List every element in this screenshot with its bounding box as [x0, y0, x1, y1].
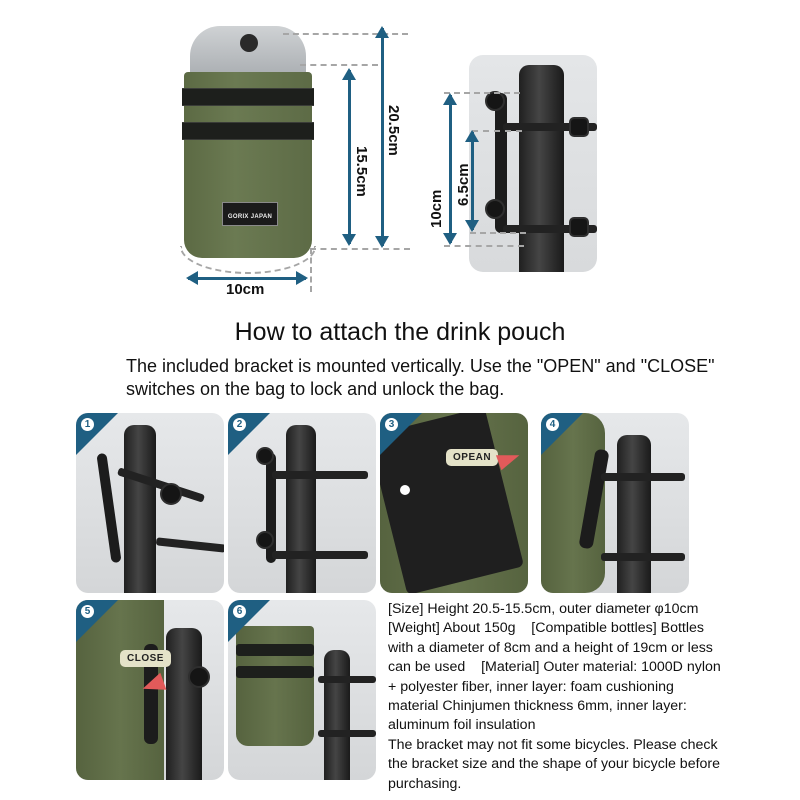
lower-strap — [182, 122, 314, 140]
diameter-guide — [180, 246, 316, 274]
hole — [400, 485, 410, 495]
bracket-photo — [469, 55, 597, 272]
intro-text: The included bracket is mounted vertical… — [126, 356, 715, 399]
step-5-photo: CLOSE 5 — [76, 600, 224, 780]
step-2-photo: 2 — [228, 413, 376, 593]
bracket-plate — [144, 644, 158, 744]
top-guide-line — [283, 33, 408, 35]
strap — [236, 666, 314, 678]
lower-mount-knob — [485, 199, 505, 219]
close-tag: CLOSE — [120, 650, 171, 667]
body-top-guide-line — [300, 64, 378, 66]
upper-strap — [182, 88, 314, 106]
cord-lock-icon — [240, 34, 258, 52]
pole — [124, 425, 156, 593]
step-3-photo: OPEAN 3 — [380, 413, 528, 593]
body-height-arrow — [342, 68, 356, 246]
step-number: 4 — [546, 418, 559, 431]
step-number: 6 — [233, 605, 246, 618]
knob — [160, 483, 182, 505]
product-specs: [Size] Height 20.5-15.5cm, outer diamete… — [388, 600, 728, 794]
upper-mount-knob — [485, 91, 505, 111]
pole — [617, 435, 651, 593]
total-height-label: 20.5cm — [385, 105, 402, 156]
step-1-photo: 1 — [76, 413, 224, 593]
bracket-bottom-guide — [444, 245, 524, 247]
pole — [519, 65, 564, 272]
step-number: 1 — [81, 418, 94, 431]
band — [318, 676, 376, 683]
lower-band — [503, 225, 597, 233]
step-4-photo: 4 — [541, 413, 689, 593]
diameter-label: 10cm — [226, 281, 265, 298]
bracket-spacing-label: 6.5cm — [455, 163, 472, 206]
bracket-spacing-arrow — [465, 130, 479, 232]
band — [272, 471, 368, 479]
band — [155, 537, 224, 553]
bracket-top-guide — [444, 92, 520, 94]
bottom-guide-line — [310, 248, 410, 250]
lower-tension-knob — [569, 217, 589, 237]
bracket-spacing-bottom-guide — [470, 232, 526, 234]
specs-details: [Size] Height 20.5-15.5cm, outer diamete… — [388, 601, 725, 734]
page-title: How to attach the drink pouch — [234, 318, 566, 346]
open-tag: OPEAN — [446, 449, 499, 466]
step-number: 2 — [233, 418, 246, 431]
band — [601, 473, 685, 481]
step-6-photo: 6 — [228, 600, 376, 780]
bracket-total-label: 10cm — [428, 189, 445, 228]
pole — [286, 425, 316, 593]
band — [272, 551, 368, 559]
body-height-label: 15.5cm — [353, 146, 370, 197]
knob — [188, 666, 210, 688]
band — [601, 553, 685, 561]
pole — [324, 650, 350, 780]
step-number: 5 — [81, 605, 94, 618]
diameter-arrow — [186, 271, 308, 285]
bracket-plate — [266, 453, 276, 563]
bracket-spacing-top-guide — [472, 130, 522, 132]
total-height-arrow — [375, 26, 389, 248]
brand-logo: GORIX JAPAN — [222, 202, 278, 226]
upper-tension-knob — [569, 117, 589, 137]
knob — [256, 531, 274, 549]
upper-band — [503, 123, 597, 131]
fit-warning: The bracket may not fit some bicycles. P… — [388, 736, 724, 792]
drink-pouch-image: GORIX JAPAN — [182, 26, 314, 258]
pole — [166, 628, 202, 780]
right-guide-line — [310, 248, 312, 292]
bracket-total-arrow — [443, 93, 457, 245]
band — [318, 730, 376, 737]
strap — [236, 644, 314, 656]
step-number: 3 — [385, 418, 398, 431]
